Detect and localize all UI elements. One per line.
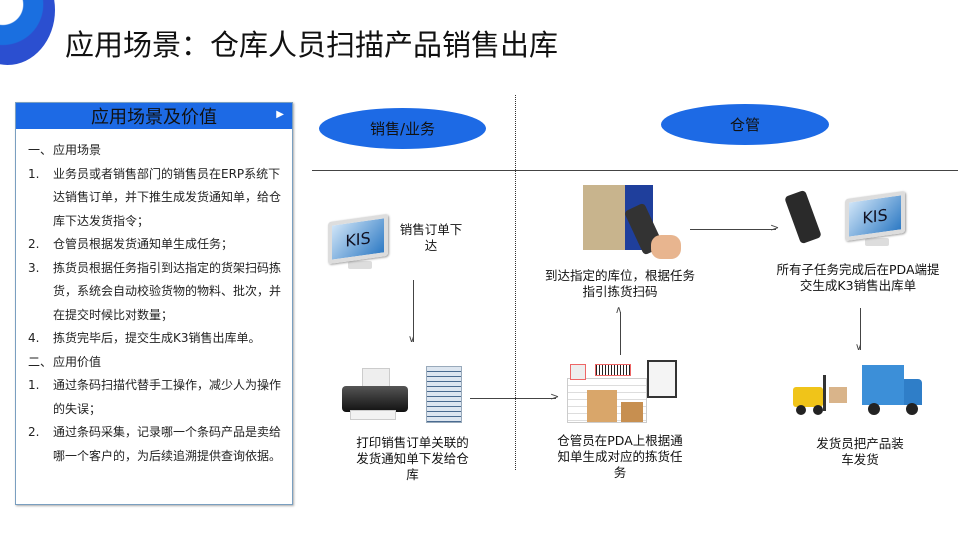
lane-divider <box>312 170 958 171</box>
arrow-right <box>470 398 556 399</box>
shelf-scan-icon <box>583 185 681 265</box>
step-print-label: 打印销售订单关联的发货通知单下发给仓库 <box>356 435 469 482</box>
step-task-label: 仓管员在PDA上根据通知单生成对应的拣货任务 <box>557 433 683 480</box>
play-arrow-icon: ▶ <box>276 109 284 120</box>
arrow-head-icon: > <box>550 390 560 403</box>
kis-monitor-icon: KIS <box>328 213 388 269</box>
printer-icon <box>340 368 410 423</box>
item-text: 业务员或者销售部门的销售员在ERP系统下达销售订单，并下推生成发货通知单，给仓库… <box>53 166 282 228</box>
arrow-head-icon: ∧ <box>615 305 623 316</box>
panel-body: 一、应用场景 1. 业务员或者销售部门的销售员在ERP系统下达销售订单，并下推生成发… <box>16 129 292 468</box>
item-number: 一、 <box>28 143 53 157</box>
item-number: 3. <box>28 260 40 275</box>
page-title: 应用场景：仓库人员扫描产品销售出库 <box>65 28 559 62</box>
panel-list-item: 4. 拣货完毕后，提交生成K3销售出库单。 <box>28 327 282 351</box>
lane-warehouse: 仓管 <box>661 104 829 145</box>
arrow-head-icon: ∨ <box>408 334 416 345</box>
corner-decoration <box>0 0 55 65</box>
panel-list-item: 一、应用场景 <box>28 139 282 163</box>
item-text: 应用场景 <box>53 143 102 157</box>
panel-list-item: 2. 仓管员根据发货通知单生成任务； <box>28 233 282 257</box>
item-text: 应用价值 <box>53 354 102 369</box>
panel-list-item: 3. 拣货员根据任务指引到达指定的货架扫码拣货，系统会自动校验货物的物料、批次，并… <box>28 257 282 328</box>
item-number: 2. <box>28 425 40 439</box>
item-number: 4. <box>28 331 40 345</box>
panel-list-item: 2. 通过条码采集，记录哪一个条码产品是卖给哪一个客户的，为后续追溯提供查询依据。 <box>28 421 282 468</box>
item-text: 通过条码扫描代替手工操作，减少人为操作的失误； <box>53 378 282 416</box>
step-scan-label: 到达指定的库位，根据任务指引拣货扫码 <box>545 268 696 299</box>
item-number: 1. <box>28 378 40 392</box>
kis-monitor-icon: KIS <box>845 190 905 246</box>
arrow-up <box>620 312 621 355</box>
lane-sales: 销售/业务 <box>319 108 486 149</box>
item-text: 拣货完毕后，提交生成K3销售出库单。 <box>53 331 261 345</box>
arrow-down <box>413 280 414 342</box>
item-number: 1. <box>28 166 40 181</box>
truck-icon <box>862 365 924 418</box>
arrow-head-icon: ∨ <box>855 342 863 353</box>
panel-heading: 应用场景及价值 <box>91 107 217 128</box>
item-number: 二、 <box>28 354 53 369</box>
forklift-icon <box>793 375 847 415</box>
panel-list-item: 1. 业务员或者销售部门的销售员在ERP系统下达销售订单，并下推生成发货通知单，给… <box>28 163 282 234</box>
step-submit-label: 所有子任务完成后在PDA端提交生成K3销售出库单 <box>776 262 940 293</box>
lane-separator <box>515 95 516 470</box>
panel-list-item: 1. 通过条码扫描代替手工操作，减少人为操作的失误； <box>28 374 282 421</box>
item-text: 通过条码采集，记录哪一个条码产品是卖给哪一个客户的，为后续追溯提供查询依据。 <box>53 425 282 463</box>
picking-task-icon <box>565 360 680 425</box>
panel-list-item: 二、应用价值 <box>28 351 282 375</box>
item-text: 拣货员根据任务指引到达指定的货架扫码拣货，系统会自动校验货物的物料、批次，并在提… <box>53 260 282 322</box>
arrow-down <box>860 308 861 350</box>
document-icon <box>426 366 462 423</box>
arrow-head-icon: > <box>770 221 780 234</box>
step-order-label: 销售订单下达 <box>399 222 463 253</box>
item-number: 2. <box>28 237 40 251</box>
step-ship-label: 发货员把产品装车发货 <box>816 436 904 467</box>
item-text: 仓管员根据发货通知单生成任务； <box>53 237 234 251</box>
panel-header: 应用场景及价值 ▶ <box>16 103 292 129</box>
scenario-panel: 应用场景及价值 ▶ 一、应用场景 1. 业务员或者销售部门的销售员在ERP系统下达销… <box>15 102 293 505</box>
pda-device-icon <box>784 189 822 245</box>
arrow-right <box>690 229 776 230</box>
